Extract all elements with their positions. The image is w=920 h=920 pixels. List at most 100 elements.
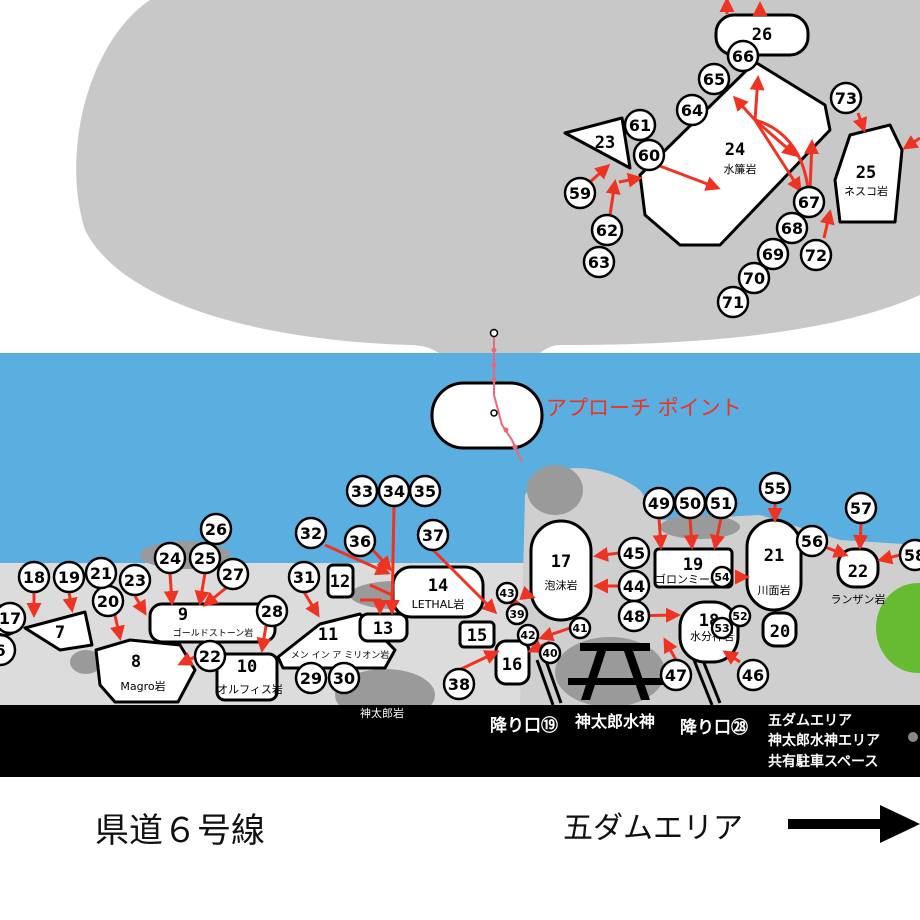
rock-20[interactable] xyxy=(761,611,798,648)
problem-30[interactable]: 30 xyxy=(327,661,361,695)
rock-23[interactable] xyxy=(563,116,632,170)
problem-arrow xyxy=(732,95,757,122)
problem-67[interactable]: 67 xyxy=(792,185,826,219)
problem-20[interactable]: 20 xyxy=(91,584,125,618)
problem-arrow xyxy=(202,586,227,607)
svg-text:24: 24 xyxy=(159,549,181,568)
problem-73[interactable]: 73 xyxy=(829,81,863,115)
rock-24[interactable] xyxy=(638,60,832,247)
rock-name: ゴールドストーン岩 xyxy=(173,627,254,639)
rock-8[interactable] xyxy=(94,638,197,704)
rock-15[interactable] xyxy=(458,620,496,649)
problem-arrow xyxy=(754,118,810,191)
problem-56[interactable]: 56 xyxy=(795,524,829,558)
svg-text:20: 20 xyxy=(97,592,119,611)
problem-51[interactable]: 51 xyxy=(704,486,738,520)
rock-number: 7 xyxy=(55,623,65,643)
problem-33[interactable]: 33 xyxy=(345,474,379,508)
problem-49[interactable]: 49 xyxy=(642,486,676,520)
problem-59[interactable]: 59 xyxy=(563,176,597,210)
rock-25[interactable] xyxy=(833,123,904,224)
problem-37[interactable]: 37 xyxy=(416,518,450,552)
problem-arrow xyxy=(163,572,179,606)
svg-text:27: 27 xyxy=(222,565,244,584)
problem-72[interactable]: 72 xyxy=(799,238,833,272)
problem-53[interactable]: 53 xyxy=(710,616,734,640)
problem-46[interactable]: 46 xyxy=(736,658,770,692)
problem-arrow xyxy=(538,626,571,642)
problem-arrow xyxy=(902,135,920,150)
rock-number: 14 xyxy=(428,576,448,596)
rock-7[interactable] xyxy=(23,610,94,652)
problem-71[interactable]: 71 xyxy=(716,285,750,319)
rock-number: 24 xyxy=(725,140,745,160)
svg-text:53: 53 xyxy=(714,622,729,635)
problem-25[interactable]: 25 xyxy=(188,541,222,575)
problem-17[interactable]: 17 xyxy=(0,601,27,635)
problem-57[interactable]: 57 xyxy=(844,491,878,525)
problem-40[interactable]: 40 xyxy=(538,641,562,665)
svg-text:68: 68 xyxy=(781,219,803,238)
rock-name: 水簾岩 xyxy=(724,162,757,176)
problem-6[interactable]: 6 xyxy=(0,633,17,667)
rock-12[interactable] xyxy=(326,563,355,599)
problem-43[interactable]: 43 xyxy=(495,581,519,605)
problem-36[interactable]: 36 xyxy=(343,524,377,558)
problem-41[interactable]: 41 xyxy=(568,616,592,640)
problem-38[interactable]: 38 xyxy=(442,667,476,701)
problem-42[interactable]: 42 xyxy=(516,623,540,647)
problem-54[interactable]: 54 xyxy=(710,565,734,589)
problem-62[interactable]: 62 xyxy=(590,213,624,247)
area-label-line3: 共有駐車スペース xyxy=(768,753,878,770)
route-start-marker xyxy=(489,328,499,338)
problem-21[interactable]: 21 xyxy=(84,556,118,590)
area-label-line2: 神太郎水神エリア xyxy=(768,732,880,749)
problem-55[interactable]: 55 xyxy=(758,471,792,505)
problem-58[interactable]: 58 xyxy=(898,538,920,572)
problem-arrow xyxy=(256,625,272,653)
problem-22[interactable]: 22 xyxy=(193,639,227,673)
problem-48[interactable]: 48 xyxy=(617,599,651,633)
problem-61[interactable]: 61 xyxy=(623,108,657,142)
problem-69[interactable]: 69 xyxy=(756,237,790,271)
svg-text:45: 45 xyxy=(623,544,645,563)
problem-29[interactable]: 29 xyxy=(294,661,328,695)
problem-68[interactable]: 68 xyxy=(775,211,809,245)
problem-31[interactable]: 31 xyxy=(287,560,321,594)
problem-47[interactable]: 47 xyxy=(659,658,693,692)
problem-44[interactable]: 44 xyxy=(617,569,651,603)
problem-18[interactable]: 18 xyxy=(17,560,51,594)
problem-19[interactable]: 19 xyxy=(52,560,86,594)
rock-17[interactable] xyxy=(529,519,593,622)
problem-50[interactable]: 50 xyxy=(673,486,707,520)
problem-27[interactable]: 27 xyxy=(216,557,250,591)
problem-28[interactable]: 28 xyxy=(255,594,289,628)
problem-arrow xyxy=(853,522,868,550)
problem-64[interactable]: 64 xyxy=(675,93,709,127)
problem-32[interactable]: 32 xyxy=(294,516,328,550)
svg-text:57: 57 xyxy=(850,499,872,518)
problem-63[interactable]: 63 xyxy=(582,245,616,279)
problem-24[interactable]: 24 xyxy=(153,541,187,575)
problem-70[interactable]: 70 xyxy=(737,261,771,295)
svg-text:63: 63 xyxy=(588,253,610,272)
problem-39[interactable]: 39 xyxy=(505,602,529,626)
problem-26[interactable]: 26 xyxy=(199,512,233,546)
problem-arrow xyxy=(132,595,147,616)
svg-text:69: 69 xyxy=(762,245,784,264)
problem-66[interactable]: 66 xyxy=(726,39,760,73)
problem-60[interactable]: 60 xyxy=(632,138,666,172)
problem-arrow xyxy=(749,75,765,121)
rock-10[interactable] xyxy=(215,652,279,702)
problem-45[interactable]: 45 xyxy=(617,536,651,570)
stairs-left-icon xyxy=(535,657,563,706)
approach-point[interactable] xyxy=(430,381,544,450)
problem-52[interactable]: 52 xyxy=(728,604,752,628)
problem-23[interactable]: 23 xyxy=(118,563,152,597)
svg-text:37: 37 xyxy=(422,526,444,545)
problem-arrow xyxy=(605,179,621,216)
problem-34[interactable]: 34 xyxy=(377,474,411,508)
problem-65[interactable]: 65 xyxy=(697,62,731,96)
svg-text:72: 72 xyxy=(805,246,827,265)
problem-35[interactable]: 35 xyxy=(408,474,442,508)
